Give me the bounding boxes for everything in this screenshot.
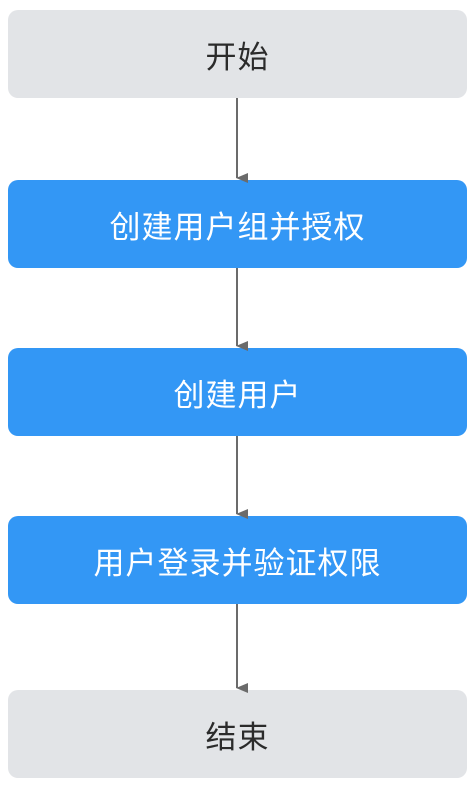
create-user-node-label: 创建用户	[173, 377, 302, 414]
user-login-verify-node: 用户登录并验证权限	[8, 516, 467, 604]
create-user-group-node-label: 创建用户组并授权	[109, 209, 366, 246]
user-login-verify-node-label: 用户登录并验证权限	[93, 545, 382, 582]
end-node-label: 结束	[205, 719, 270, 756]
create-user-group-node: 创建用户组并授权	[8, 180, 467, 268]
end-node: 结束	[8, 690, 467, 778]
start-node: 开始	[8, 10, 467, 98]
start-node-label: 开始	[205, 39, 270, 76]
create-user-node: 创建用户	[8, 348, 467, 436]
